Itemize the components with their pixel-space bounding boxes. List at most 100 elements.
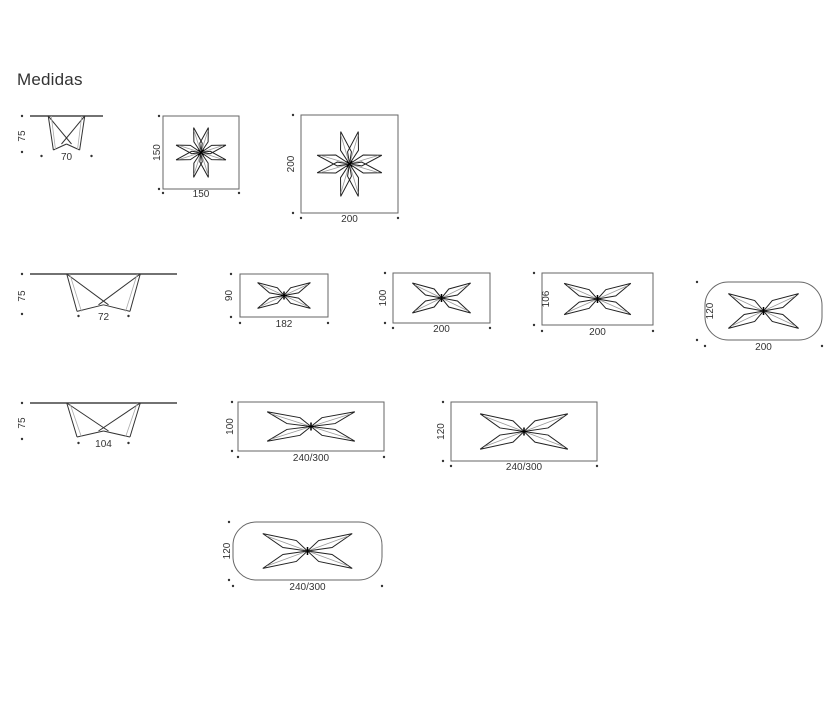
table-top-outline — [300, 114, 399, 214]
dimension-marker — [229, 272, 233, 276]
dimension-marker — [230, 449, 234, 453]
dimension-marker — [161, 191, 165, 195]
dimension-marker — [703, 344, 707, 348]
table-legs-icon — [66, 273, 141, 312]
height-label: 150 — [152, 144, 163, 161]
dimension-marker — [380, 584, 384, 588]
dimension-marker — [127, 314, 130, 318]
dimension-marker — [230, 400, 234, 404]
dimension-marker — [20, 312, 24, 316]
dimension-marker — [532, 323, 536, 327]
width-label: 72 — [98, 312, 110, 323]
dimension-marker — [236, 455, 240, 459]
height-label: 75 — [17, 130, 28, 142]
width-label: 104 — [95, 439, 112, 450]
dimension-marker — [532, 271, 536, 275]
dimension-marker — [383, 321, 387, 325]
height-label: 90 — [224, 290, 235, 302]
dimension-view-plan-rect: 182 90 — [224, 272, 330, 330]
dimension-marker — [391, 326, 395, 330]
dimension-marker — [231, 584, 235, 588]
dimension-marker — [291, 211, 295, 215]
section-title: Medidas — [17, 70, 83, 89]
base-icon — [479, 413, 569, 450]
dimension-view-plan-oval: 240/300 120 — [222, 520, 384, 593]
base-icon — [266, 411, 356, 442]
base-icon — [175, 127, 227, 178]
height-label: 100 — [225, 418, 236, 435]
dimension-marker — [20, 437, 24, 441]
dimension-view-plan-rect: 240/300 100 — [225, 400, 386, 464]
width-label: 200 — [433, 324, 450, 335]
dimension-marker — [695, 338, 699, 342]
dimension-marker — [90, 154, 93, 158]
height-label: 106 — [541, 290, 552, 307]
width-label: 182 — [276, 319, 293, 330]
dimension-marker — [227, 578, 231, 582]
height-label: 120 — [222, 542, 233, 559]
dimension-marker — [20, 114, 24, 118]
width-label: 150 — [193, 189, 210, 200]
dimension-marker — [157, 187, 161, 191]
table-top-outline — [541, 272, 654, 326]
dimension-marker — [229, 315, 233, 319]
width-label: 240/300 — [506, 462, 543, 473]
dimension-marker — [40, 154, 43, 158]
dimension-marker — [20, 272, 24, 276]
dimension-marker — [441, 400, 445, 404]
height-label: 120 — [705, 302, 716, 319]
table-legs-icon — [47, 115, 86, 151]
dimension-marker — [237, 191, 241, 195]
dimension-marker — [326, 321, 330, 325]
dimension-marker — [157, 114, 161, 118]
dimension-marker — [382, 455, 386, 459]
height-label: 120 — [436, 423, 447, 440]
width-label: 200 — [589, 327, 606, 338]
dimension-marker — [441, 459, 445, 463]
dimension-marker — [77, 441, 80, 445]
dimension-marker — [651, 329, 655, 333]
height-label: 75 — [17, 290, 28, 302]
dimension-view-side: 70 75 — [17, 114, 103, 163]
table-top-outline — [237, 401, 385, 452]
table-top-outline — [392, 272, 491, 324]
dimension-marker — [383, 271, 387, 275]
dimension-marker — [449, 464, 453, 468]
base-icon — [412, 282, 471, 314]
table-legs-icon — [66, 402, 141, 438]
dimension-marker — [595, 464, 599, 468]
dimension-view-plan-rect: 200 106 — [532, 271, 655, 338]
dimension-view-plan-rect: 240/300 120 — [436, 400, 599, 473]
width-label: 240/300 — [289, 582, 326, 593]
dimension-view-plan-square: 150 150 — [152, 114, 241, 200]
table-top-outline — [232, 521, 383, 581]
dimension-marker — [540, 329, 544, 333]
dimension-marker — [127, 441, 130, 445]
base-icon — [257, 282, 311, 309]
dimension-marker — [291, 113, 295, 117]
dimension-marker — [820, 344, 824, 348]
table-top-outline — [450, 401, 598, 462]
table-top-outline — [162, 115, 240, 190]
dimension-marker — [227, 520, 231, 524]
base-icon — [728, 293, 799, 329]
width-label: 70 — [61, 152, 73, 163]
base-icon — [262, 533, 353, 569]
height-label: 75 — [17, 417, 28, 429]
dimension-marker — [488, 326, 492, 330]
dimension-marker — [20, 401, 24, 405]
base-icon — [175, 127, 227, 178]
dimension-view-side: 72 75 — [17, 272, 177, 323]
table-top-outline — [704, 281, 823, 341]
height-label: 100 — [378, 289, 389, 306]
dimension-marker — [77, 314, 80, 318]
width-label: 240/300 — [293, 453, 330, 464]
table-top-outline — [239, 273, 329, 318]
dimension-marker — [695, 280, 699, 284]
dimension-view-plan-rect: 200 100 — [378, 271, 492, 335]
base-icon — [563, 282, 632, 316]
width-label: 200 — [341, 214, 358, 225]
dimension-marker — [238, 321, 242, 325]
